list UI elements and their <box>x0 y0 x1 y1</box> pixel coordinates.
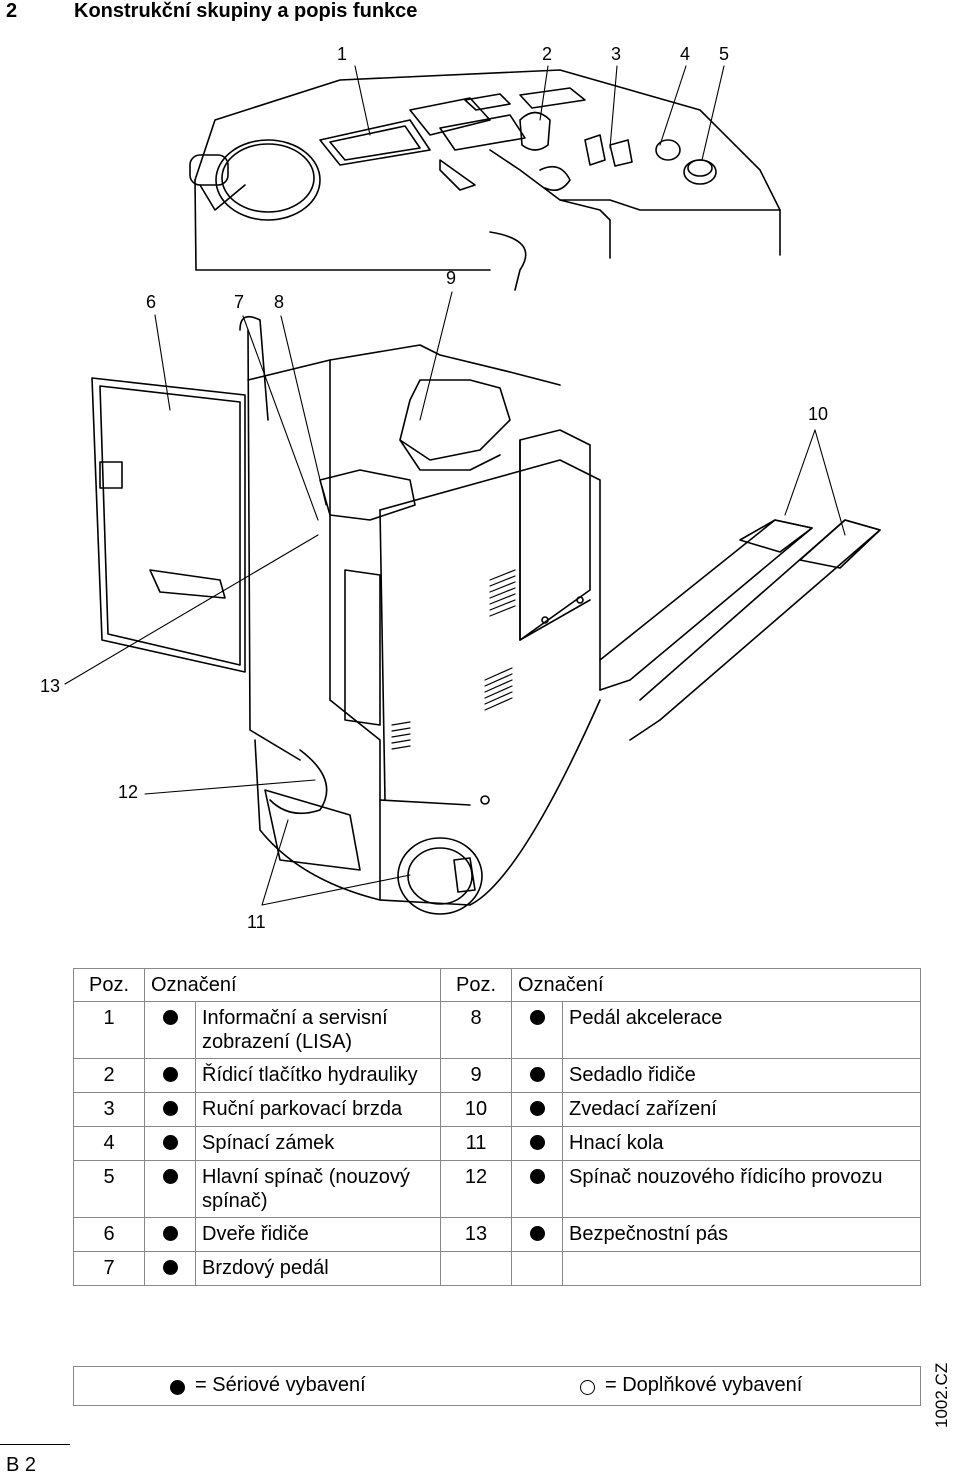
standard-bullet-icon <box>162 1101 178 1116</box>
item-label: Pedál akcelerace <box>562 1001 921 1059</box>
standard-bullet-icon <box>529 1169 545 1184</box>
item-label: Spínací zámek <box>195 1126 441 1161</box>
callout-10: 10 <box>808 404 829 424</box>
document-code: 1002.CZ <box>932 1362 951 1428</box>
item-label: Sedadlo řidiče <box>562 1058 921 1093</box>
item-label <box>562 1251 921 1286</box>
truck-body <box>91 315 601 915</box>
pos-number: 5 <box>73 1160 145 1218</box>
pos-number: 1 <box>73 1001 145 1059</box>
legend-table: Poz. Označení Poz. Označení 1 Informační… <box>73 968 921 1286</box>
standard-bullet-icon <box>162 1226 178 1241</box>
item-label: Zvedací zařízení <box>562 1092 921 1127</box>
header-label-right: Označení <box>511 968 921 1002</box>
callout-13: 13 <box>40 676 61 696</box>
standard-bullet-icon <box>162 1135 178 1150</box>
standard-bullet-icon <box>162 1010 178 1025</box>
pos-number: 7 <box>73 1251 145 1286</box>
table-row: 2 Řídicí tlačítko hydrauliky 9 Sedadlo ř… <box>73 1058 921 1093</box>
pos-number: 6 <box>73 1217 145 1252</box>
item-label: Bezpečnostní pás <box>562 1217 921 1252</box>
standard-equipment-key: = Sériové vybavení <box>170 1374 366 1397</box>
table-row: 3 Ruční parkovací brzda 10 Zvedací zaříz… <box>73 1092 921 1127</box>
pos-number: 8 <box>440 1001 512 1059</box>
pos-number: 4 <box>73 1126 145 1161</box>
section-title: Konstrukční skupiny a popis funkce <box>74 0 418 22</box>
item-label: Dveře řidiče <box>195 1217 441 1252</box>
callout-9: 9 <box>446 268 457 288</box>
item-label: Brzdový pedál <box>195 1251 441 1286</box>
pos-number: 2 <box>73 1058 145 1093</box>
leader-lines <box>64 65 846 906</box>
standard-equipment-label: = Sériové vybavení <box>195 1374 366 1396</box>
standard-bullet-icon <box>529 1010 545 1025</box>
standard-bullet-icon <box>529 1226 545 1241</box>
standard-bullet-icon <box>529 1101 545 1116</box>
standard-bullet-icon <box>162 1169 178 1184</box>
pos-number: 9 <box>440 1058 512 1093</box>
console-detail <box>189 69 781 291</box>
standard-bullet-icon <box>529 1067 545 1082</box>
item-label: Hlavní spínač (nouzový spínač) <box>195 1160 441 1218</box>
standard-bullet-icon <box>162 1260 178 1275</box>
callout-2: 2 <box>542 44 553 64</box>
truck-illustration <box>64 65 881 915</box>
callout-1: 1 <box>337 44 348 64</box>
header-label-left: Označení <box>144 968 441 1002</box>
item-label: Ruční parkovací brzda <box>195 1092 441 1127</box>
callout-5: 5 <box>719 44 730 64</box>
pos-number: 11 <box>440 1126 512 1161</box>
table-row: 5 Hlavní spínač (nouzový spínač) 12 Spín… <box>73 1160 921 1218</box>
pos-number: 12 <box>440 1160 512 1218</box>
callout-4: 4 <box>680 44 691 64</box>
section-number: 2 <box>6 0 18 22</box>
optional-bullet-icon <box>580 1380 595 1395</box>
pos-number <box>440 1251 512 1286</box>
pos-number: 3 <box>73 1092 145 1127</box>
optional-equipment-label: = Doplňkové vybavení <box>605 1374 803 1396</box>
callout-3: 3 <box>611 44 622 64</box>
callout-6: 6 <box>146 292 157 312</box>
callout-11: 11 <box>247 912 266 932</box>
equipment-key: = Sériové vybavení = Doplňkové vybavení <box>73 1366 921 1406</box>
header-pos-left: Poz. <box>73 968 145 1002</box>
callout-12: 12 <box>118 782 139 802</box>
item-label: Řídicí tlačítko hydrauliky <box>195 1058 441 1093</box>
item-label: Spínač nouzového řídicího provozu <box>562 1160 921 1218</box>
callout-7: 7 <box>234 292 245 312</box>
table-row: 6 Dveře řidiče 13 Bezpečnostní pás <box>73 1217 921 1252</box>
header-pos-right: Poz. <box>440 968 512 1002</box>
standard-bullet-icon <box>170 1380 185 1395</box>
standard-bullet-icon <box>529 1135 545 1150</box>
pos-number: 13 <box>440 1217 512 1252</box>
table-row: 4 Spínací zámek 11 Hnací kola <box>73 1126 921 1161</box>
item-label: Informační a servisní zobrazení (LISA) <box>195 1001 441 1059</box>
pos-number: 10 <box>440 1092 512 1127</box>
forks <box>599 519 881 741</box>
optional-equipment-key: = Doplňkové vybavení <box>580 1374 802 1397</box>
table-row: 7 Brzdový pedál <box>73 1251 921 1286</box>
standard-bullet-icon <box>162 1067 178 1082</box>
table-row: 1 Informační a servisní zobrazení (LISA)… <box>73 1001 921 1059</box>
item-label: Hnací kola <box>562 1126 921 1161</box>
page-code-divider <box>0 1444 70 1445</box>
callout-8: 8 <box>274 292 285 312</box>
page-code: B 2 <box>6 1454 37 1476</box>
